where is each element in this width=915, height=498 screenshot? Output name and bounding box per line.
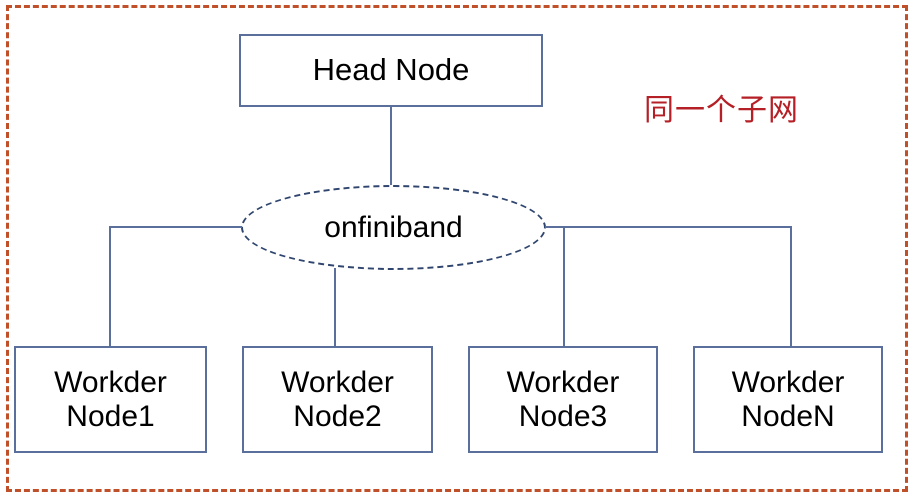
connector-fabric-left-stem [190,226,242,228]
connector-drop-worker-n [790,226,792,347]
connector-drop-worker-1 [109,226,111,347]
connector-drop-worker-2 [334,268,336,347]
connector-fabric-right-stem [545,226,565,228]
connector-right-bus [563,226,792,228]
worker-node-box-1[interactable]: Workder Node1 [14,346,207,453]
worker-node-box-2[interactable]: Workder Node2 [242,346,433,453]
connector-left-bus [109,226,192,228]
connector-drop-worker-3 [563,226,565,347]
subnet-boundary-frame [6,5,908,492]
infiniband-fabric-ellipse[interactable]: onfiniband [241,185,546,270]
worker-node-box-n[interactable]: Workder NodeN [693,346,883,453]
connector-head-to-fabric [390,106,392,186]
subnet-label: 同一个子网 [644,93,799,128]
head-node-box[interactable]: Head Node [239,34,543,107]
worker-node-box-3[interactable]: Workder Node3 [468,346,658,453]
